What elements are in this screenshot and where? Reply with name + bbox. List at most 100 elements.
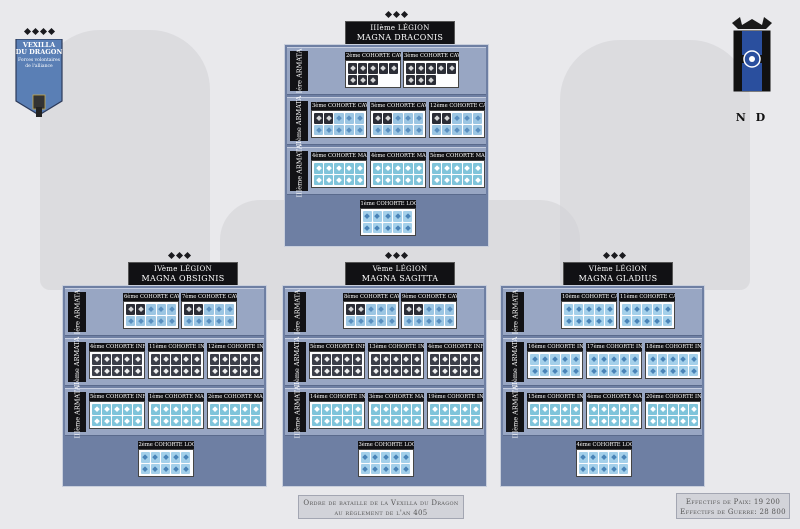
- unit-icon: [161, 365, 171, 376]
- unit-icon: [550, 415, 560, 426]
- cohort-card[interactable]: 12ème COHORTE INFANTERIE: [207, 343, 263, 379]
- cohort-card[interactable]: 4ème COHORTE MAGUS: [586, 393, 642, 429]
- unit-icon: [619, 452, 629, 463]
- cohort-card[interactable]: 4ème COHORTE INFANTERIE: [89, 343, 145, 379]
- unit-icon: [444, 315, 454, 326]
- cohort-card[interactable]: 8ème COHORTE CAVALERIE: [343, 293, 399, 329]
- cohort-card[interactable]: 3ème COHORTE CAVALERIE DRAKAIRE: [403, 52, 459, 88]
- unit-icon: [388, 63, 398, 74]
- cohort-card[interactable]: 5ème COHORTE INFANTERIE: [309, 343, 365, 379]
- unit-icon: [381, 354, 391, 365]
- cohort-number: 9ème: [402, 294, 419, 300]
- cohort-card[interactable]: 11ème COHORTE INFANTERIE: [148, 343, 204, 379]
- unit-icon: [171, 463, 181, 474]
- cohort-title: 15ème COHORTE INFANTERIE: [527, 393, 583, 401]
- armata-label-text: Iére ARMATA: [511, 289, 520, 335]
- unit-icon: [462, 124, 472, 135]
- unit-grid: [148, 401, 204, 429]
- unit-icon: [324, 124, 334, 135]
- diamond-icon: [167, 251, 176, 260]
- unit-icon: [403, 113, 413, 124]
- cohort-card[interactable]: 19ème COHORTE INFANTERIE: [427, 393, 483, 429]
- armata-label-text: Iére ARMATA: [293, 289, 302, 335]
- unit-icon: [334, 124, 344, 135]
- unit-icon: [652, 304, 662, 315]
- unit-icon: [424, 304, 434, 315]
- cohort-card[interactable]: 13ème COHORTE INFANTERIE: [368, 343, 424, 379]
- cohort-name: COHORTE INFANTERIE: [168, 344, 204, 350]
- cohort-card[interactable]: 4ème COHORTE MAGUS MONTE: [370, 152, 426, 188]
- cohort-title: 5ème COHORTE CAVALERIE: [370, 102, 426, 110]
- diamond-icon: [175, 251, 184, 260]
- unit-icon: [322, 354, 332, 365]
- unit-icon: [432, 163, 442, 174]
- cohort-card[interactable]: 6ème COHORTE CAVALERIE: [123, 293, 179, 329]
- unit-grid: [309, 401, 365, 429]
- cohort-card[interactable]: 5ème COHORTE CAVALERIE: [370, 102, 426, 138]
- empty-slot: [437, 75, 446, 86]
- unit-grid: [89, 401, 145, 429]
- cohort-card[interactable]: 5ème COHORTE MAGUS MONTE: [429, 152, 485, 188]
- unit-icon: [358, 74, 368, 85]
- cohort-card[interactable]: 7ème COHORTE CAVALERIE: [181, 293, 237, 329]
- unit-icon: [352, 365, 362, 376]
- cohort-number: 19ème: [428, 394, 448, 400]
- cohort-card[interactable]: 10ème COHORTE CAVALERIE: [561, 293, 617, 329]
- unit-icon: [442, 163, 452, 174]
- unit-icon: [140, 452, 150, 463]
- armata-label-text: Iére ARMATA: [73, 289, 82, 335]
- cohort-title: 7ème COHORTE CAVALERIE: [181, 293, 237, 301]
- cohort-card[interactable]: 4ème COHORTE MAGUS MONTE: [311, 152, 367, 188]
- unit-icon: [414, 304, 424, 315]
- cohort-card[interactable]: 20ème COHORTE INFANTERIE: [645, 393, 701, 429]
- unit-icon: [92, 404, 102, 415]
- unit-grid: [148, 351, 204, 379]
- cohort-card[interactable]: 14ème COHORTE INFANTERIE: [309, 393, 365, 429]
- logistics-cohort[interactable]: 4ème COHORTE LOGISTIQUE: [575, 441, 632, 477]
- unit-icon: [470, 354, 480, 365]
- cohort-title: 4ème COHORTE MAGUS MONTE: [311, 152, 367, 160]
- unit-icon: [122, 415, 132, 426]
- banner-subtitle-2: de l'alliance: [25, 63, 53, 69]
- cohort-card[interactable]: 15ème COHORTE INFANTERIE: [527, 393, 583, 429]
- cohort-card[interactable]: 12ème COHORTE CAVALERIE: [429, 102, 485, 138]
- logistics-cohort[interactable]: 1ème COHORTE LOGISTIQUE: [359, 200, 416, 236]
- unit-icon: [346, 315, 356, 326]
- cohort-card[interactable]: 17ème COHORTE INFANTERIE: [586, 343, 642, 379]
- cohort-card[interactable]: 9ème COHORTE CAVALERIE: [401, 293, 457, 329]
- cohort-card[interactable]: 4ème COHORTE INFANTERIE: [427, 343, 483, 379]
- strength-box: Effectifs de Paix: 19 200 Effectifs de G…: [676, 493, 790, 519]
- unit-icon: [382, 211, 393, 222]
- unit-icon: [386, 304, 396, 315]
- unit-icon: [344, 174, 354, 185]
- cohort-card[interactable]: 3ème COHORTE MAGUS: [368, 393, 424, 429]
- unit-icon: [688, 365, 698, 376]
- armata-label: IIème ARMATA: [68, 337, 86, 387]
- cohort-card[interactable]: 1ème COHORTE MAGUS: [148, 393, 204, 429]
- cohort-card[interactable]: 18ème COHORTE INFANTERIE: [645, 343, 701, 379]
- cohort-number: 13ème: [369, 344, 389, 350]
- cohort-card[interactable]: 5ème COHORTE INFANTERIE: [89, 393, 145, 429]
- armata-row: Iére ARMATA 8ème COHORTE CAVALERIE9ème CO…: [285, 288, 484, 336]
- unit-icon: [112, 415, 122, 426]
- empty-slot: [389, 75, 398, 86]
- cohort-title: 12ème COHORTE CAVALERIE: [429, 102, 485, 110]
- unit-icon: [401, 404, 411, 415]
- logistics-cohort[interactable]: 2ème COHORTE LOGISTIQUE: [137, 441, 194, 477]
- unit-icon: [383, 163, 393, 174]
- unit-icon: [371, 354, 381, 365]
- unit-icon: [181, 463, 191, 474]
- logistics-cohort[interactable]: 3ème COHORTE LOGISTIQUE: [357, 441, 414, 477]
- cohort-card[interactable]: 2ème COHORTE CAVALERIE DRAKAIRE: [345, 52, 401, 88]
- unit-icon: [452, 163, 462, 174]
- unit-icon: [414, 315, 424, 326]
- unit-icon: [386, 315, 396, 326]
- cohort-card[interactable]: 3ème COHORTE CAVALERIE: [311, 102, 367, 138]
- cohort-card[interactable]: 11ème COHORTE CAVALERIE: [619, 293, 675, 329]
- cohort-card[interactable]: 2ème COHORTE MAGUS: [207, 393, 263, 429]
- unit-icon: [401, 354, 411, 365]
- unit-icon: [589, 415, 599, 426]
- cohort-card[interactable]: 16ème COHORTE INFANTERIE: [527, 343, 583, 379]
